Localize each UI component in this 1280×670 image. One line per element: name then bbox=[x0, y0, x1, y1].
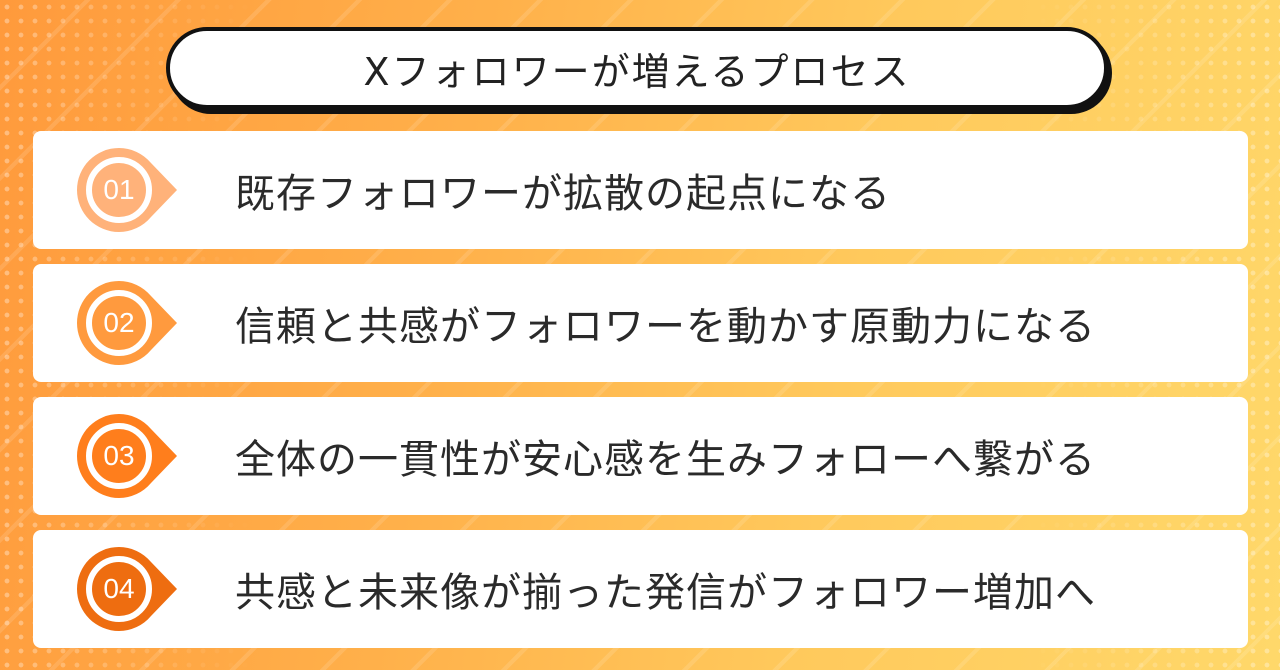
badge-shape-icon bbox=[77, 547, 177, 631]
step-number: 04 bbox=[103, 573, 135, 604]
step-card-1: 01 既存フォロワーが拡散の起点になる bbox=[33, 131, 1248, 249]
step-card-2: 02 信頼と共感がフォロワーを動かす原動力になる bbox=[33, 264, 1248, 382]
step-text: 共感と未来像が揃った発信がフォロワー増加へ bbox=[235, 570, 1096, 616]
badge-shape-icon bbox=[77, 281, 177, 365]
step-badge-2: 02 bbox=[77, 281, 177, 365]
step-card-4: 04 共感と未来像が揃った発信がフォロワー増加へ bbox=[33, 530, 1248, 648]
step-number: 02 bbox=[103, 307, 135, 338]
step-badge-3: 03 bbox=[77, 414, 177, 498]
step-text: 既存フォロワーが拡散の起点になる bbox=[235, 171, 891, 217]
title-banner: Xフォロワーが増えるプロセス bbox=[166, 27, 1108, 109]
step-badge-4: 04 bbox=[77, 547, 177, 631]
badge-shape-icon bbox=[77, 148, 177, 232]
step-text: 信頼と共感がフォロワーを動かす原動力になる bbox=[235, 304, 1096, 350]
page-title: Xフォロワーが増えるプロセス bbox=[363, 49, 911, 94]
step-card-3: 03 全体の一貫性が安心感を生みフォローへ繋がる bbox=[33, 397, 1248, 515]
step-number: 01 bbox=[103, 174, 135, 205]
badge-shape-icon bbox=[77, 414, 177, 498]
step-text: 全体の一貫性が安心感を生みフォローへ繋がる bbox=[235, 437, 1096, 483]
step-badge-1: 01 bbox=[77, 148, 177, 232]
step-number: 03 bbox=[103, 440, 135, 471]
